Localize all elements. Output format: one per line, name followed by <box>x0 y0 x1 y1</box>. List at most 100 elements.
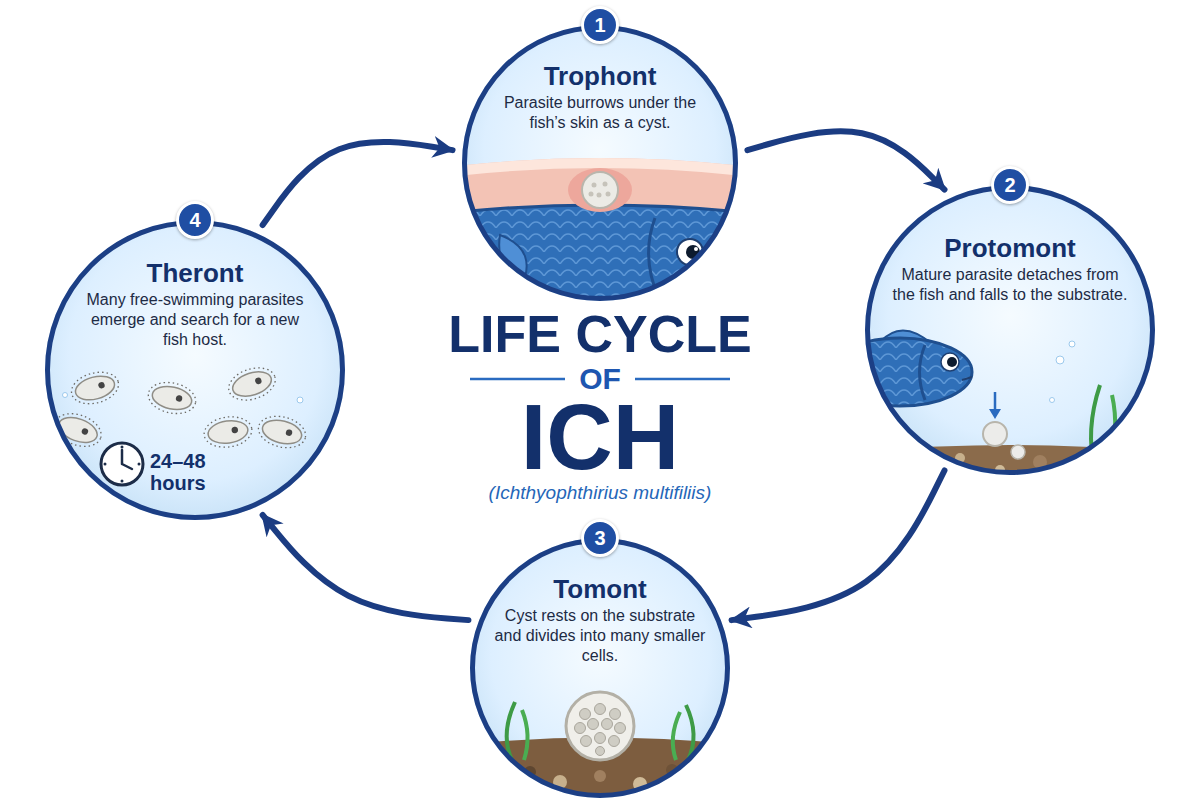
theront-illustration-part <box>63 393 68 398</box>
text-slot: 24–48 hours <box>150 450 230 494</box>
theront-illustration-part <box>122 450 132 469</box>
circle-border <box>868 188 1153 473</box>
protomont-illustration-part <box>920 345 926 400</box>
title-rule-part <box>470 378 565 381</box>
diagram-caption: (Ichthyophthirius multifiliis) <box>380 482 820 504</box>
trophont-illustration-part <box>694 247 698 251</box>
trophont-illustration-part <box>440 205 760 320</box>
stage-circle: 3TomontCyst rests on the substrate and d… <box>470 538 730 798</box>
theront-illustration-part <box>101 443 143 485</box>
circle-ground-part <box>45 220 345 520</box>
cycle-arrow <box>263 142 453 225</box>
title-rule-part <box>635 378 730 381</box>
protomont-illustration-part <box>1069 341 1075 347</box>
stage-heading: Theront <box>100 258 290 288</box>
theront-illustration-part <box>145 378 198 417</box>
stage-heading: Tomont <box>510 574 690 604</box>
theront-illustration-part <box>121 446 124 449</box>
trophont-illustration-part <box>582 172 618 208</box>
protomont-illustration-part <box>828 338 972 406</box>
cycle-arrow <box>732 470 945 620</box>
text-slot: 3 <box>581 519 619 557</box>
tomont-illustration-part <box>507 702 515 760</box>
tomont-illustration-part-part <box>580 709 591 720</box>
theront-illustration-part <box>225 362 280 405</box>
protomont-illustration-part <box>989 409 1001 419</box>
trophont-illustration-part <box>603 182 608 187</box>
protomont-illustration-part <box>1011 445 1025 459</box>
tomont-illustration-part <box>575 704 626 756</box>
title-line: ICH <box>380 396 820 478</box>
tomont-illustration-part-part <box>595 733 606 744</box>
cycle-arrow <box>263 515 469 620</box>
tomont-illustration-part-part <box>602 719 613 730</box>
stage-description: Mature parasite detaches from the fish a… <box>892 265 1128 305</box>
theront-illustration-part <box>255 412 309 453</box>
tomont-illustration-part-part <box>575 723 586 734</box>
circle-outline <box>865 185 1155 475</box>
text-slot: Theront <box>100 258 290 288</box>
title-line: OF <box>380 362 820 396</box>
protomont-illustration-part <box>1091 385 1100 470</box>
text-slot: Mature parasite detaches from the fish a… <box>892 265 1128 305</box>
circle-border <box>465 28 736 299</box>
protomont-illustration-part <box>1050 398 1055 403</box>
stage-description: Many free-swimming parasites emerge and … <box>83 290 307 350</box>
tomont-illustration-part-part <box>609 736 620 747</box>
tomont-illustration-part-part <box>596 747 605 756</box>
circle-border <box>48 223 343 518</box>
trophont-illustration-part <box>592 183 597 188</box>
stage-circle: 1TrophontParasite burrows under the fish… <box>462 25 738 301</box>
text-slot: 4 <box>176 201 214 239</box>
stage-heading: Trophont <box>510 61 690 91</box>
step-number: 4 <box>179 204 211 236</box>
theront-illustration-part <box>138 463 141 466</box>
theront-illustration-part <box>104 463 107 466</box>
cycle-arrow <box>747 131 944 189</box>
protomont-illustration <box>828 330 1160 480</box>
circle-border <box>473 541 728 796</box>
protomont-illustration-part <box>1056 356 1064 364</box>
text-slot: Protomont <box>915 233 1105 263</box>
trophont-illustration-part <box>589 192 594 197</box>
circle-ground-part <box>470 538 730 798</box>
stage-circle: 4TherontMany free-swimming parasites eme… <box>45 220 345 520</box>
text-slot: 1 <box>581 6 619 44</box>
text-slot: Cyst rests on the substrate and divides … <box>490 606 710 666</box>
step-number: 1 <box>584 9 616 41</box>
protomont-illustration-part <box>924 462 936 474</box>
tomont-illustration-part-part <box>588 719 599 730</box>
tomont-illustration-part <box>566 692 634 760</box>
diagram-title: LIFE CYCLE OF ICH <box>380 306 820 478</box>
tomont-illustration-part <box>698 755 712 769</box>
tomont-illustration-part <box>673 712 680 760</box>
trophont-illustration-part <box>499 235 527 290</box>
step-number: 3 <box>584 522 616 554</box>
tomont-illustration-part-part <box>615 723 626 734</box>
step-number: 2 <box>994 169 1026 201</box>
text-slot: 2 <box>991 166 1029 204</box>
stage-description: Parasite burrows under the fish’s skin a… <box>485 93 715 133</box>
tomont-illustration-part-part <box>581 736 592 747</box>
protomont-illustration-part <box>1094 454 1106 466</box>
text-slot: Parasite burrows under the fish’s skin a… <box>485 93 715 133</box>
stage-heading: Protomont <box>915 233 1105 263</box>
text-slot: Many free-swimming parasites emerge and … <box>83 290 307 350</box>
text-slot: Tomont <box>510 574 690 604</box>
tomont-illustration-part-part <box>610 709 621 720</box>
theront-illustration-part <box>68 367 122 408</box>
tomont-illustration-part <box>594 770 606 782</box>
protomont-illustration-part <box>1125 461 1135 471</box>
protomont-illustration-part <box>947 357 957 367</box>
theront-illustration-part <box>202 414 254 450</box>
tomont-illustration-part-part <box>595 704 606 715</box>
trophont-illustration-part <box>568 168 632 212</box>
stage-circle: 2ProtomontMature parasite detaches from … <box>865 185 1155 475</box>
protomont-illustration-part <box>941 353 959 371</box>
theront-illustration-part <box>121 480 124 483</box>
stage-description: Cyst rests on the substrate and divides … <box>490 606 710 666</box>
trophont-illustration-part <box>597 193 602 198</box>
circle-ground-part <box>865 185 1155 475</box>
tomont-illustration-part <box>686 705 694 760</box>
trophont-illustration-part <box>606 192 611 197</box>
